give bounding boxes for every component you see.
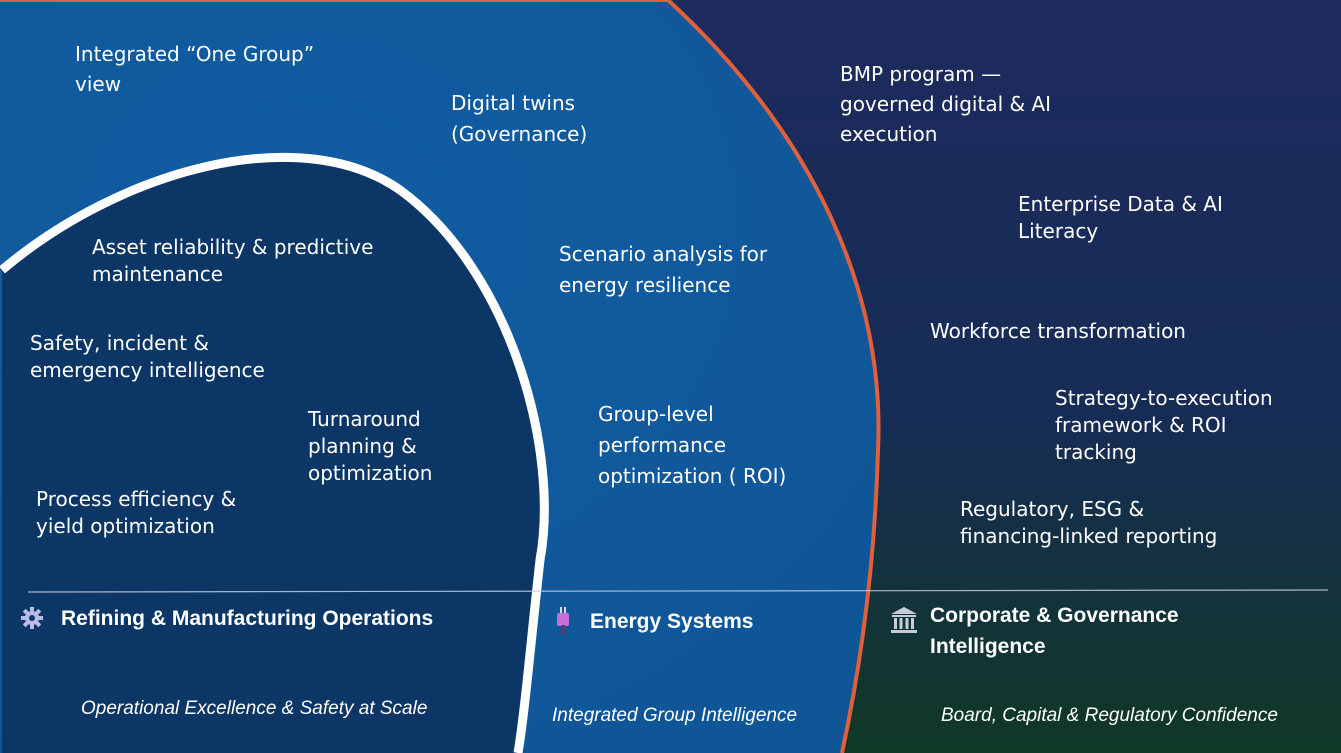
section-divider-line [27, 589, 1329, 593]
core-layer-white-arc [0, 152, 549, 753]
bank-icon [891, 607, 917, 633]
corporate-item-workforce-transformation: Workforce transformation [930, 319, 1186, 343]
energy-tagline: Integrated Group Intelligence [552, 705, 798, 726]
core-layer-background [2, 157, 545, 753]
corporate-section-title: Corporate & Governance Intelligence [930, 604, 1179, 658]
corporate-item-bmp-program: BMP program — governed digital & AI exec… [840, 62, 1052, 146]
core-item-asset-reliability: Asset reliability & predictive maintenan… [92, 235, 374, 286]
core-item-safety-intelligence: Safety, incident & emergency intelligenc… [30, 331, 265, 382]
plug-icon [557, 607, 569, 635]
energy-item-performance-optimization: Group-level performance optimization ( R… [598, 402, 787, 488]
core-tagline: Operational Excellence & Safety at Scale [81, 698, 428, 719]
corporate-item-data-ai-literacy: Enterprise Data & AI Literacy [1018, 192, 1223, 243]
core-item-turnaround-planning: Turnaround planning & optimization [308, 407, 433, 485]
energy-layer-orange-arc [0, 0, 881, 753]
core-item-process-efficiency: Process efficiency & yield optimization [36, 487, 237, 538]
corporate-item-regulatory-esg: Regulatory, ESG & financing-linked repor… [960, 497, 1218, 548]
core-section-title: Refining & Manufacturing Operations [61, 607, 434, 630]
energy-section-title: Energy Systems [590, 610, 754, 633]
corporate-tagline: Board, Capital & Regulatory Confidence [941, 705, 1278, 726]
energy-item-scenario-analysis: Scenario analysis for energy resilience [559, 242, 768, 297]
gear-icon [21, 607, 43, 629]
energy-item-digital-twins: Digital twins (Governance) [451, 91, 588, 146]
corporate-item-strategy-to-execution: Strategy-to-execution framework & ROI tr… [1055, 386, 1273, 464]
energy-item-one-group-view: Integrated “One Group” view [75, 42, 315, 96]
